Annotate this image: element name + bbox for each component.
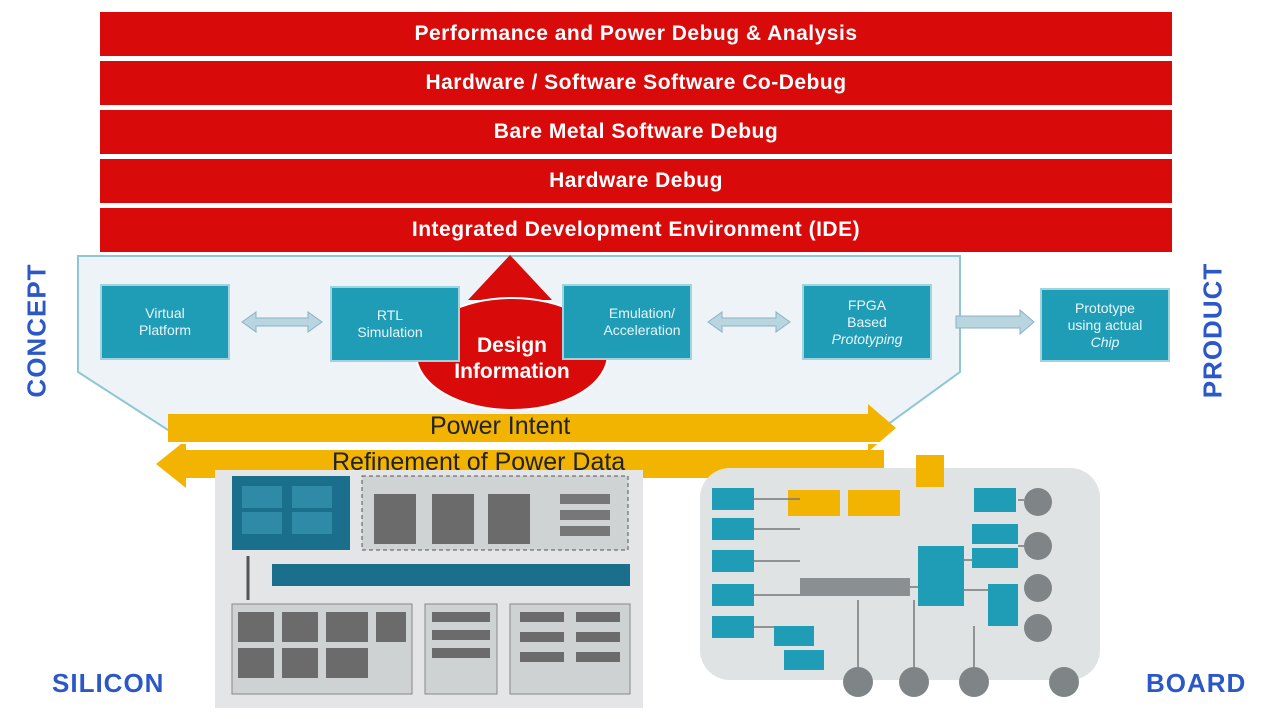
layer-hardware-debug: Hardware Debug bbox=[100, 159, 1172, 203]
design-information-line: Information bbox=[454, 360, 570, 383]
stage-text: Emulation/ bbox=[608, 305, 676, 321]
board-label: BOARD bbox=[1146, 668, 1247, 698]
stage-text: using actual bbox=[1067, 316, 1143, 333]
layer-hw-sw-codebug: Hardware / Software Software Co-Debug bbox=[100, 61, 1172, 105]
concept-label: CONCEPT bbox=[21, 263, 52, 398]
product-label: PRODUCT bbox=[1197, 262, 1228, 399]
layer-bare-metal: Bare Metal Software Debug bbox=[100, 110, 1172, 154]
stage-text: Platform bbox=[138, 322, 192, 338]
design-information-shape bbox=[415, 255, 609, 411]
stage-text: Based bbox=[847, 313, 887, 330]
design-information-label: Design Information bbox=[430, 333, 594, 385]
layer-ide: Integrated Development Environment (IDE) bbox=[100, 208, 1172, 252]
power-intent-arrow bbox=[168, 404, 896, 452]
stage-text: Virtual bbox=[145, 305, 185, 321]
stage-arrows bbox=[241, 308, 1035, 336]
design-information-line: Design bbox=[476, 334, 547, 357]
power-intent-label: Power Intent bbox=[430, 412, 571, 440]
layer-performance-power: Performance and Power Debug & Analysis bbox=[100, 12, 1172, 56]
stage-text: Chip bbox=[1090, 333, 1120, 350]
stage-text: Prototype bbox=[1075, 299, 1135, 316]
silicon-block-diagram bbox=[215, 470, 643, 708]
stage-text: FPGA bbox=[847, 296, 887, 313]
board-block-diagram bbox=[700, 455, 1100, 697]
stage-text: RTL bbox=[376, 307, 404, 323]
refinement-label: Refinement of Power Data bbox=[332, 448, 626, 476]
stage-emulation-acceleration: Emulation/Acceleration bbox=[562, 284, 692, 360]
silicon-label: SILICON bbox=[52, 668, 165, 698]
stage-text: Simulation bbox=[357, 324, 423, 340]
stage-text: Acceleration bbox=[603, 322, 681, 338]
stage-text: Prototyping bbox=[831, 330, 903, 347]
